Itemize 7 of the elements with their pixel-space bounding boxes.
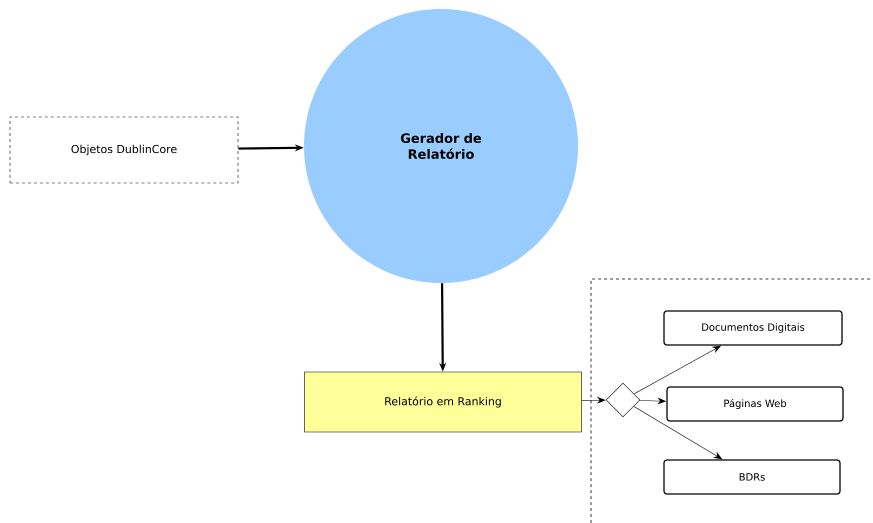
rounded-box: BDRs — [663, 459, 841, 495]
rounded-box: Páginas Web — [666, 386, 844, 422]
arrow — [634, 406, 722, 460]
output-box: Relatório em Ranking — [304, 372, 582, 432]
rounded-box: Documentos Digitais — [663, 310, 843, 346]
decision-diamond — [606, 382, 640, 418]
dashed-box: Objetos DublinCore — [10, 116, 238, 184]
